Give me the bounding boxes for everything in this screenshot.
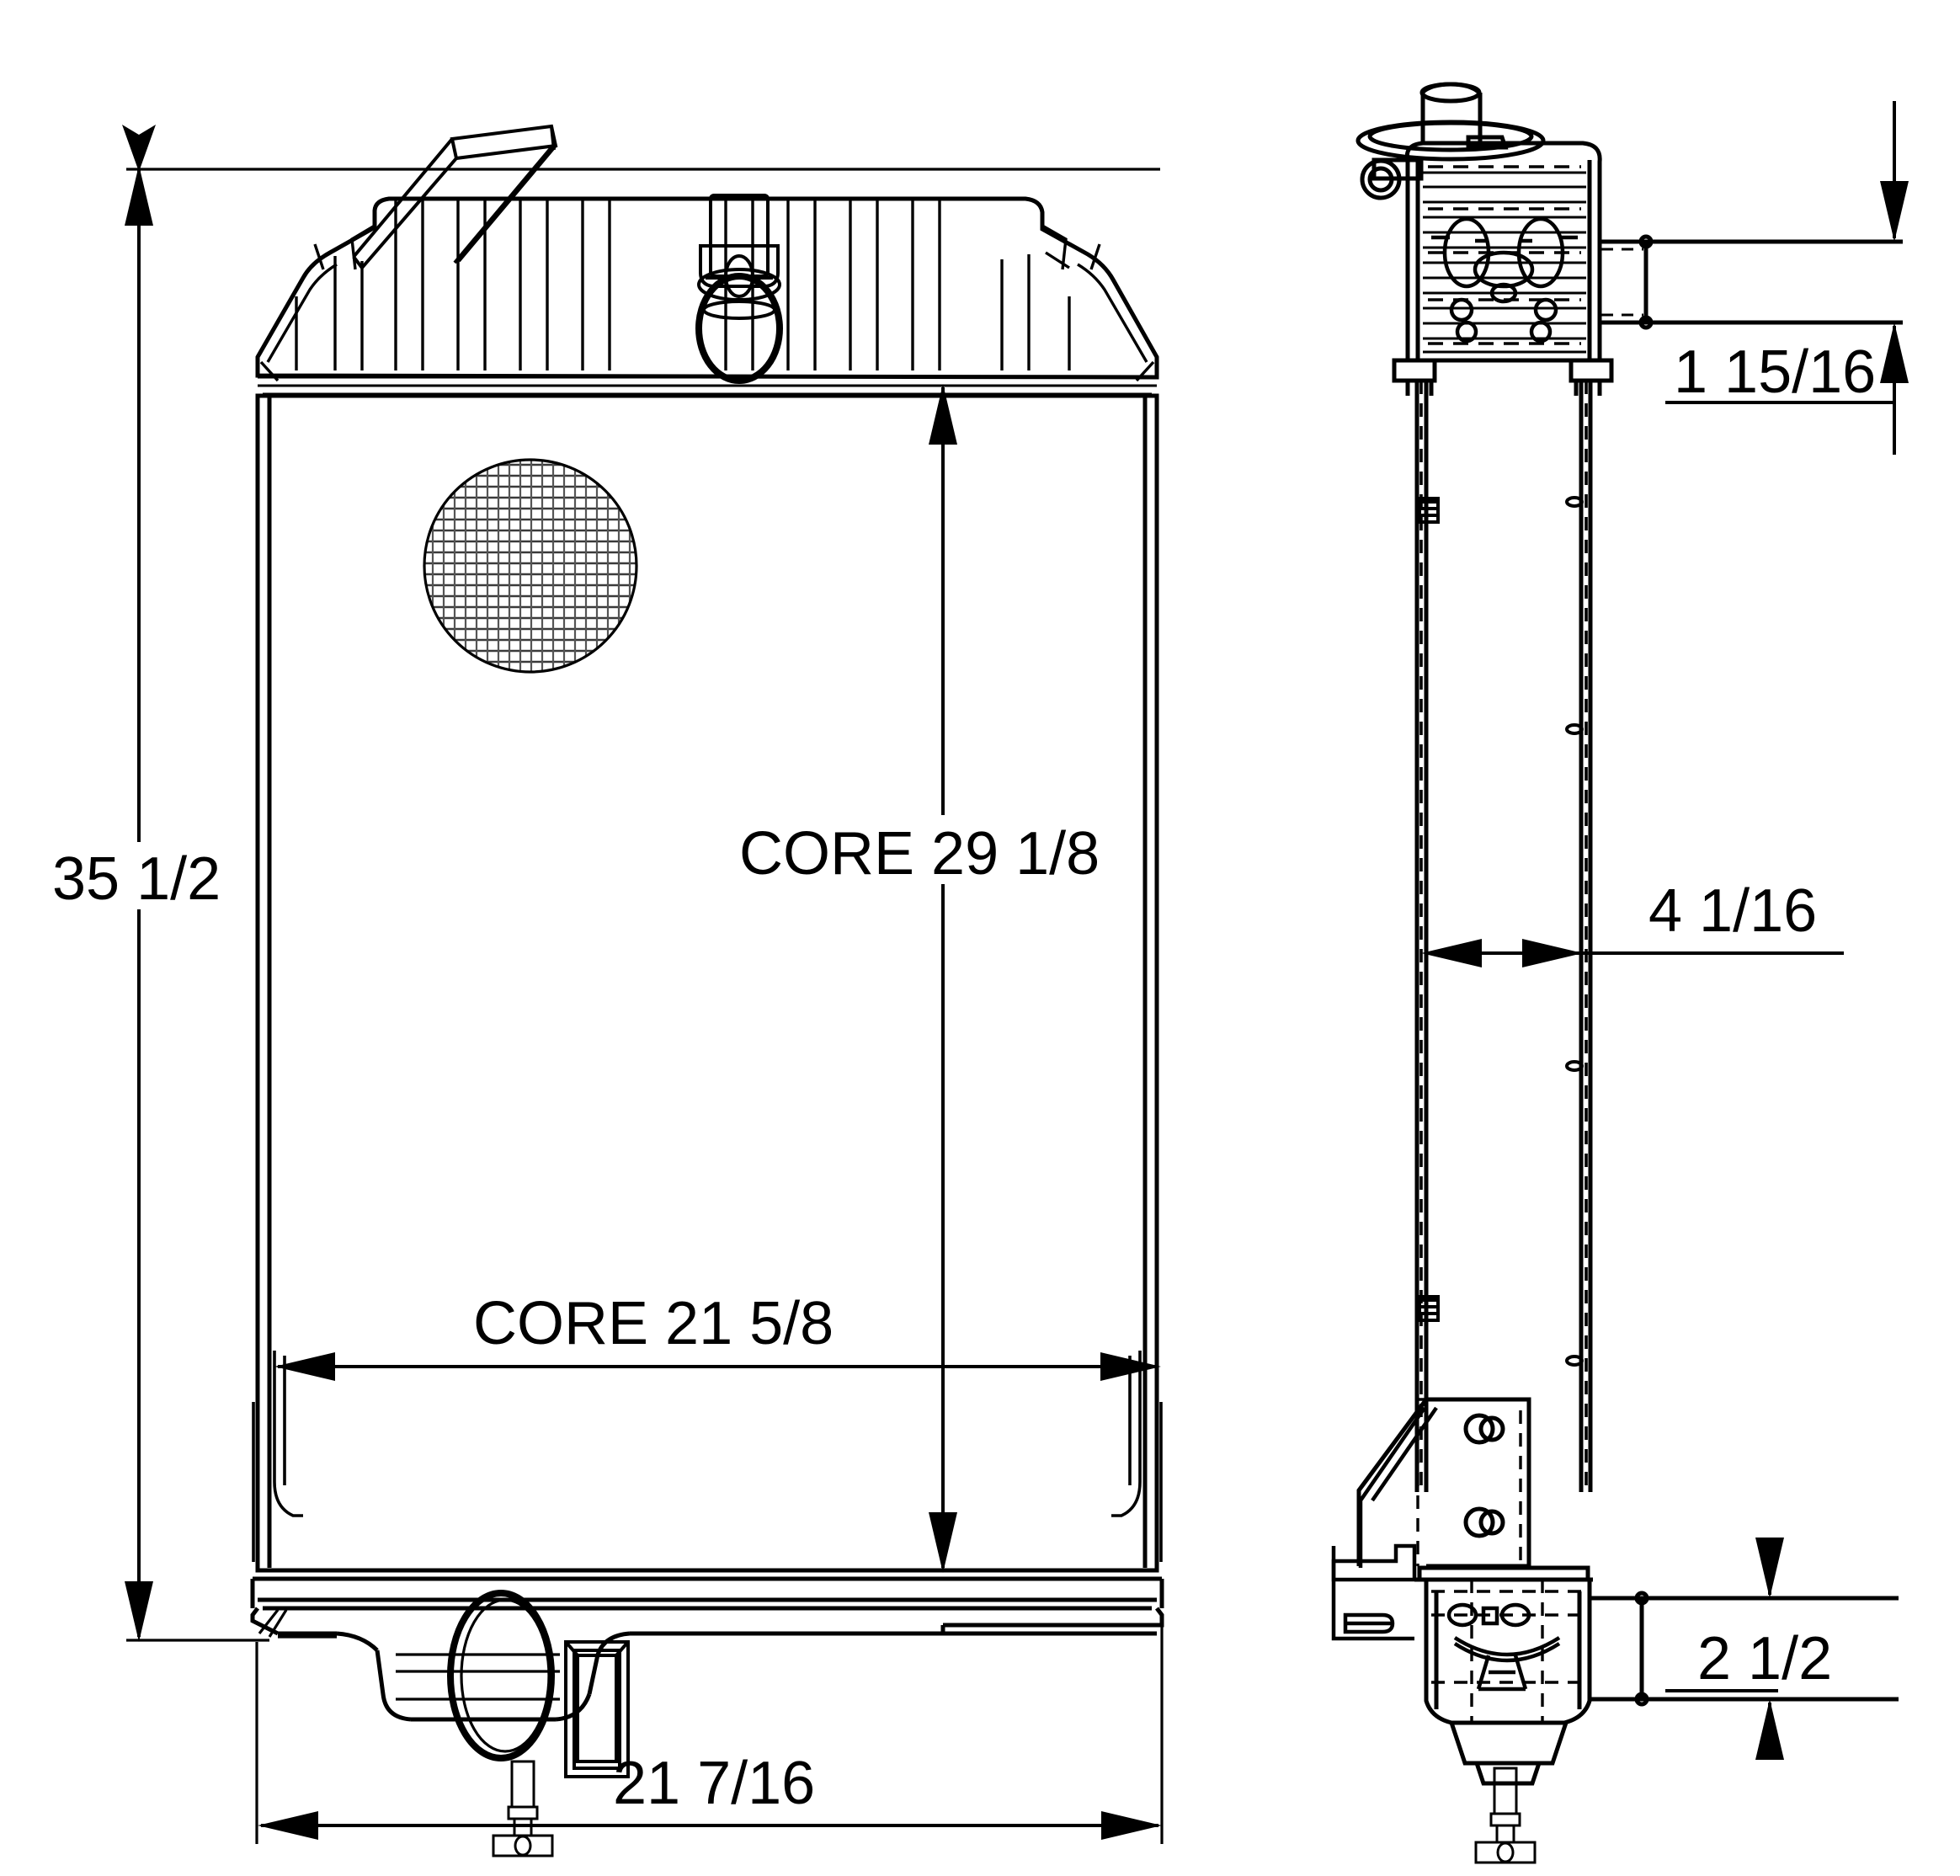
dim-core-depth: 4 1/16 (1421, 877, 1844, 967)
side-mounting-tab-right (1111, 1351, 1163, 1562)
side-top-tank-ribs (1423, 171, 1586, 354)
side-bottom-tank (1414, 1565, 1593, 1786)
side-filler-cap (1355, 82, 1546, 162)
top-tank (255, 196, 1159, 380)
dim-core-width: CORE 21 5/8 (274, 1290, 1161, 1381)
dim-core-depth-text: 4 1/16 (1648, 877, 1817, 945)
side-bottom-tank-bosses (1446, 1602, 1561, 1692)
dim-inlet-pipe-diameter: 1 15/16 (1665, 101, 1909, 455)
dim-overall-width: 21 7/16 (255, 1625, 1164, 1844)
filler-neck-opening (695, 273, 783, 384)
upper-left-tab (352, 124, 558, 269)
side-core-tabs (1418, 497, 1440, 1322)
filler-cap (697, 194, 781, 320)
dim-core-height: CORE 29 1/8 (739, 384, 1100, 1573)
side-top-tank-bosses (1431, 216, 1578, 344)
side-view (1331, 82, 1903, 1864)
side-mounting-tab-left (252, 1351, 303, 1562)
dim-overall-height-text: 35 1/2 (52, 845, 221, 913)
inlet-pipe (1600, 234, 1903, 330)
side-left-ledge (1331, 1406, 1438, 1641)
top-tank-seams (258, 376, 1157, 396)
dim-inlet-pipe-diameter-text: 1 15/16 (1674, 338, 1876, 406)
bottom-tank-detail (258, 1609, 560, 1701)
dim-overall-height: 35 1/2 (52, 125, 1160, 1642)
top-tank-ribs (295, 200, 1071, 370)
side-core-hidden (1419, 381, 1588, 1492)
side-core-rivets (1565, 496, 1584, 1367)
dim-outlet-pipe-diameter: 2 1/2 (1665, 1538, 1832, 1760)
front-view (250, 124, 1164, 1857)
dim-core-height-text: CORE 29 1/8 (739, 820, 1100, 887)
side-top-tank (1404, 141, 1602, 363)
side-overflow-ring (1360, 157, 1424, 200)
drain-petcock (492, 1760, 554, 1857)
side-top-tank-hidden (1428, 165, 1581, 345)
bottom-outlet-port (447, 1590, 555, 1761)
side-core (1414, 381, 1593, 1492)
bottom-mounting-boss (564, 1640, 630, 1778)
core-fin-mesh-detail (423, 458, 638, 674)
dim-overall-width-text: 21 7/16 (613, 1750, 815, 1817)
inlet-pipe-hidden (1601, 248, 1643, 317)
side-top-tank-feet (1392, 358, 1614, 396)
dim-core-width-text: CORE 21 5/8 (473, 1290, 834, 1357)
core-body (255, 393, 1159, 1573)
top-tank-shoulder (256, 224, 1158, 382)
side-bottom-tank-hidden (1431, 1580, 1583, 1723)
dim-outlet-pipe-diameter-text: 2 1/2 (1697, 1625, 1832, 1692)
mounting-bracket-hidden (1416, 1398, 1522, 1566)
outlet-pipe (1590, 1591, 1899, 1707)
bottom-tank (250, 1568, 1164, 1722)
